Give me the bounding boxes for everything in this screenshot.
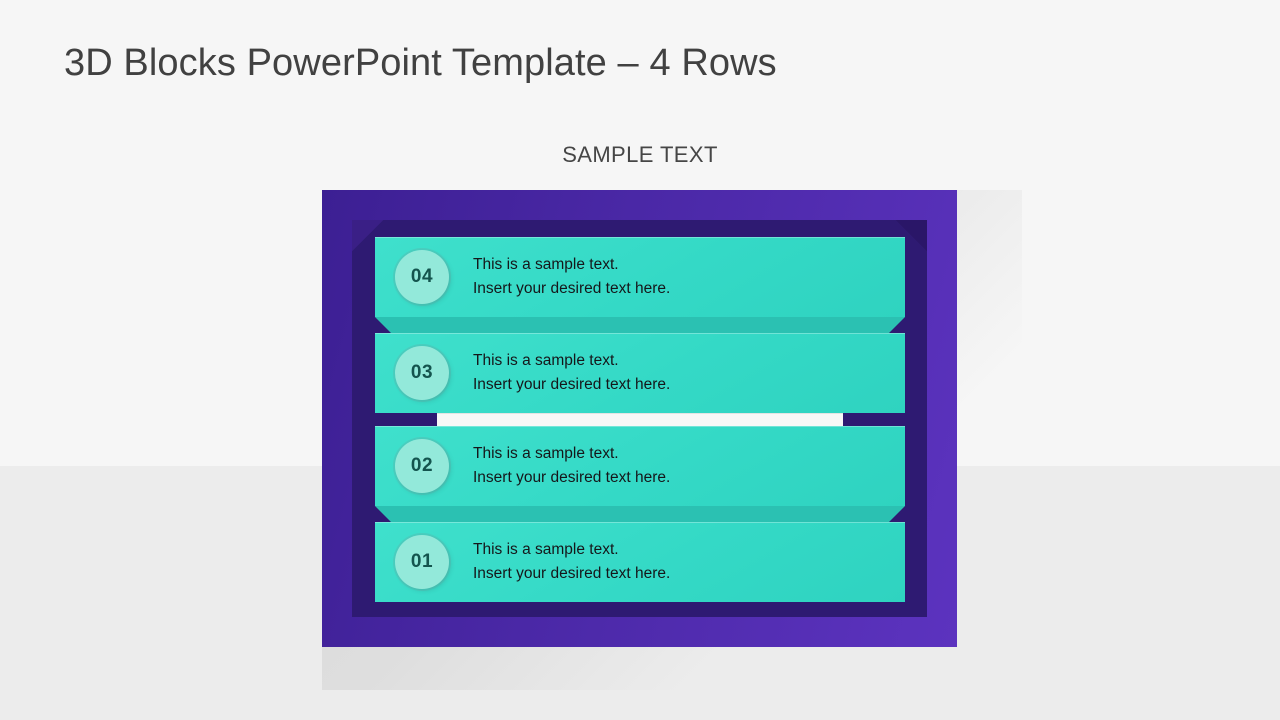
block-row-03[interactable]: 03 This is a sample text. Insert your de… — [375, 333, 905, 427]
page-title: 3D Blocks PowerPoint Template – 4 Rows — [64, 42, 777, 84]
rows-container: 04 This is a sample text. Insert your de… — [375, 237, 905, 602]
row-text-line-1: This is a sample text. — [473, 541, 619, 559]
row-text-line-2: Insert your desired text here. — [473, 376, 671, 393]
row-number-label: 03 — [410, 362, 434, 383]
row-number-badge: 04 — [395, 250, 449, 304]
row-number-badge: 02 — [395, 439, 449, 493]
row-text: This is a sample text. Insert your desir… — [473, 538, 670, 585]
block-frame-outer: 04 This is a sample text. Insert your de… — [322, 190, 957, 647]
block-bar[interactable]: 04 This is a sample text. Insert your de… — [375, 237, 905, 317]
row-text: This is a sample text. Insert your desir… — [473, 253, 670, 300]
row-number-badge: 03 — [395, 346, 449, 400]
block-row-04[interactable]: 04 This is a sample text. Insert your de… — [375, 237, 905, 335]
row-text-line-1: This is a sample text. — [473, 352, 619, 370]
block-bar[interactable]: 03 This is a sample text. Insert your de… — [375, 333, 905, 413]
block-row-01[interactable]: 01 This is a sample text. Insert your de… — [375, 522, 905, 602]
row-number-label: 01 — [410, 551, 434, 572]
subtitle-label: SAMPLE TEXT — [562, 142, 718, 167]
row-text-line-2: Insert your desired text here. — [473, 280, 671, 297]
block-row-02[interactable]: 02 This is a sample text. Insert your de… — [375, 426, 905, 524]
row-text-line-2: Insert your desired text here. — [473, 565, 671, 582]
block-bar[interactable]: 02 This is a sample text. Insert your de… — [375, 426, 905, 506]
block-bar[interactable]: 01 This is a sample text. Insert your de… — [375, 522, 905, 602]
row-text: This is a sample text. Insert your desir… — [473, 442, 670, 489]
row-number-label: 02 — [410, 455, 434, 476]
row-text: This is a sample text. Insert your desir… — [473, 349, 670, 396]
row-number-label: 04 — [410, 266, 434, 287]
row-number-badge: 01 — [395, 535, 449, 589]
row-ledge-highlight — [437, 413, 843, 427]
row-text-line-1: This is a sample text. — [473, 445, 619, 463]
row-text-line-1: This is a sample text. — [473, 256, 619, 274]
row-text-line-2: Insert your desired text here. — [473, 469, 671, 486]
